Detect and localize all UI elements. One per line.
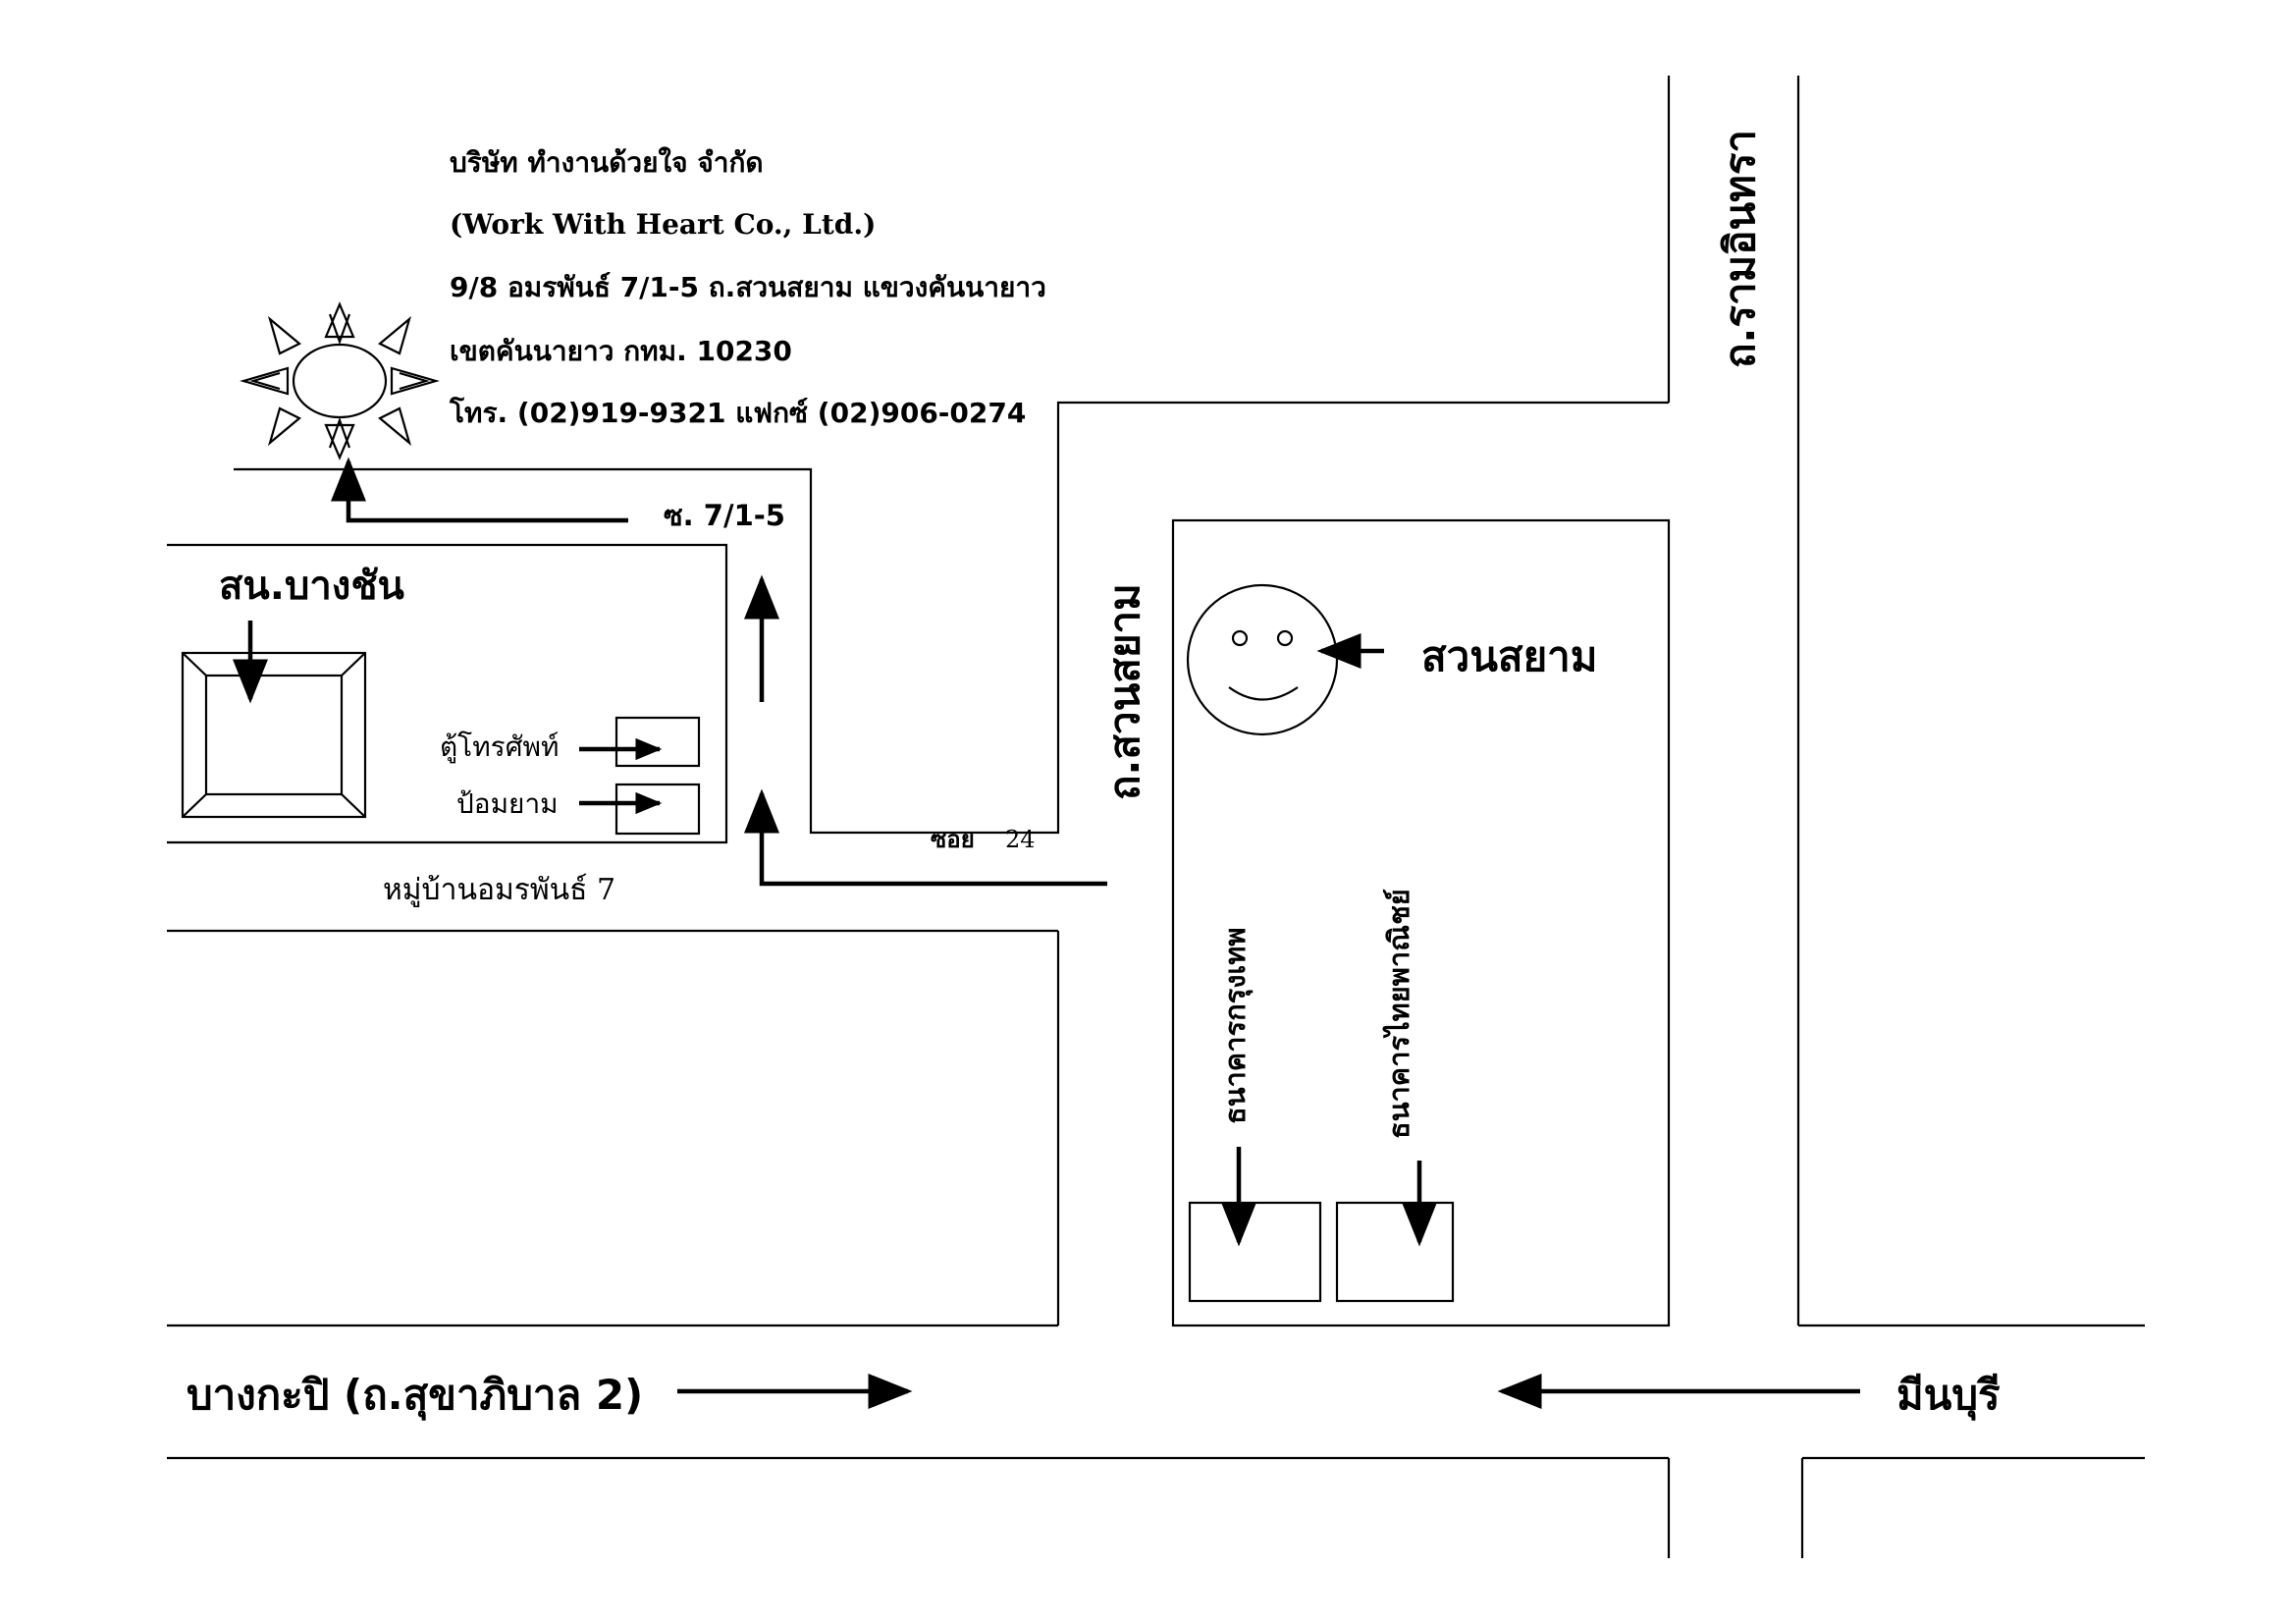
bangkok-bank-label: ธนาคารกรุงเทพ (1218, 927, 1253, 1124)
suan-siam-road-west-edge (234, 401, 1669, 835)
soi-24-number: 24 (1005, 826, 1036, 853)
thai-commercial-bank-label: ธนาคารไทยพาณิชย์ (1382, 889, 1415, 1139)
ram-inthra-road-label: ถ.รามอินทรา (1716, 130, 1764, 368)
suan-siam-road-label: ถ.สวนสยาม (1100, 583, 1148, 800)
route-arrow-from-suan-siam (744, 788, 1107, 887)
bang-chan-label: สน.บางชัน (219, 564, 404, 609)
company-address-line1: 9/8 อมรพันธ์ 7/1-5 ถ.สวนสยาม แขวงคันนายา… (450, 271, 1046, 303)
bang-kapi-label: บางกะปิ (ถ.สุขาภิบาล 2) (187, 1371, 643, 1421)
bangkok-bank-box (1188, 1201, 1322, 1303)
thai-commercial-bank-box (1335, 1201, 1455, 1303)
guard-post-label: ป้อมยาม (456, 787, 559, 820)
company-address-line2: เขตคันนายาว กทม. 10230 (450, 335, 792, 367)
company-name-th: บริษัท ทำงานด้วยใจ จำกัด (450, 146, 764, 179)
village-label: หมู่บ้านอมรพันธ์ 7 (383, 873, 615, 907)
suan-siam-block (1171, 518, 1671, 1327)
soi-24-word: ซอย (931, 825, 975, 853)
company-name-en: (Work With Heart Co., Ltd.) (450, 208, 876, 241)
smiley-face-icon (1186, 583, 1339, 736)
phone-booth-box (614, 716, 701, 768)
village-block-outline (167, 543, 728, 844)
bang-chan-building (181, 651, 367, 819)
soi-71-5-label: ซ. 7/1-5 (664, 499, 785, 532)
phone-booth-label: ตู้โทรศัพท์ (440, 730, 559, 764)
company-info: บริษัท ทำงานด้วยใจ จำกัด (Work With Hear… (449, 146, 1046, 429)
company-contact: โทร. (02)919-9321 แฟกซ์ (02)906-0274 (449, 396, 1026, 429)
road-lines (167, 76, 2145, 1558)
route-arrow-to-company (331, 457, 628, 523)
suan-siam-park-label: สวนสยาม (1421, 632, 1597, 680)
sun-icon (240, 301, 440, 460)
min-buri-label: มีนบุรี (1896, 1371, 2001, 1421)
guard-post-box (614, 783, 701, 836)
